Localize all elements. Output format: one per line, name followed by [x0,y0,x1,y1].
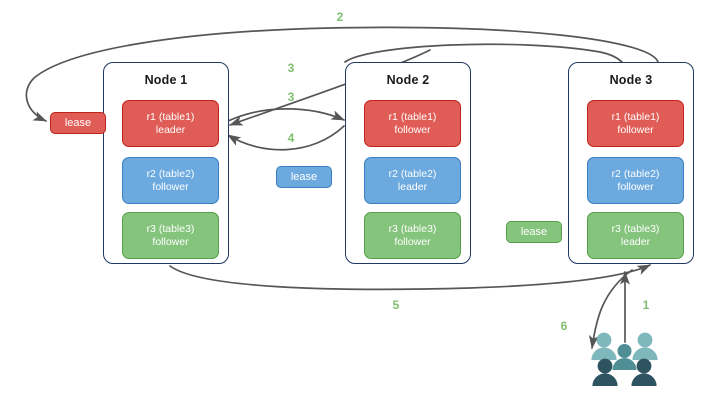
client-person-dark-left [592,358,618,386]
node-title: Node 3 [609,73,653,87]
step-label-3-lower: 3 [287,90,295,104]
replica-name: r2 (table2) [611,167,660,180]
replica-role: follower [617,123,654,136]
node-card-1[interactable]: Node 1 r1 (table1) leader r2 (table2) fo… [103,62,229,264]
replica-r2-node1[interactable]: r2 (table2) follower [122,157,219,204]
node-card-3[interactable]: Node 3 r1 (table1) follower r2 (table2) … [568,62,694,264]
client-person-light-left [591,332,617,360]
replica-r1-node2[interactable]: r1 (table1) follower [364,100,461,147]
replica-name: r1 (table1) [146,110,195,123]
replica-role: follower [394,123,431,136]
replica-role: leader [620,235,651,248]
replica-r3-node3[interactable]: r3 (table3) leader [587,212,684,259]
arrow-node1-to-node2 [221,108,345,125]
replica-r3-node2[interactable]: r3 (table3) follower [364,212,461,259]
step-label-3-upper: 3 [287,61,295,75]
replica-r2-node3[interactable]: r2 (table2) follower [587,157,684,204]
replica-role: follower [617,180,654,193]
replica-role: follower [152,180,189,193]
replica-role: follower [152,235,189,248]
replica-r1-node1[interactable]: r1 (table1) leader [122,100,219,147]
node-card-2[interactable]: Node 2 r1 (table1) follower r2 (table2) … [345,62,471,264]
replica-name: r3 (table3) [611,222,660,235]
clients-group-icon [591,332,658,386]
lease-badge-green[interactable]: lease [506,221,562,243]
step-label-5: 5 [392,298,400,312]
replica-role: leader [397,180,428,193]
step-label-1: 1 [642,298,650,312]
step-label-4: 4 [287,131,295,145]
step-label-6: 6 [560,319,568,333]
client-person-dark-right [631,358,657,386]
client-person-light-right [632,332,658,360]
replica-name: r3 (table3) [388,222,437,235]
replica-role: leader [155,123,186,136]
replica-role: follower [394,235,431,248]
replica-name: r1 (table1) [611,110,660,123]
lease-badge-blue[interactable]: lease [276,166,332,188]
node-title: Node 1 [144,73,188,87]
client-person-mid-center [612,344,637,370]
replica-name: r2 (table2) [388,167,437,180]
lease-badge-red[interactable]: lease [50,112,106,134]
replica-r3-node1[interactable]: r3 (table3) follower [122,212,219,259]
replica-r1-node3[interactable]: r1 (table1) follower [587,100,684,147]
arrow-step-5 [169,264,651,291]
replica-name: r1 (table1) [388,110,437,123]
step-label-2: 2 [336,10,344,24]
replica-name: r2 (table2) [146,167,195,180]
replica-r2-node2[interactable]: r2 (table2) leader [364,157,461,204]
replica-name: r3 (table3) [146,222,195,235]
node-title: Node 2 [386,73,430,87]
